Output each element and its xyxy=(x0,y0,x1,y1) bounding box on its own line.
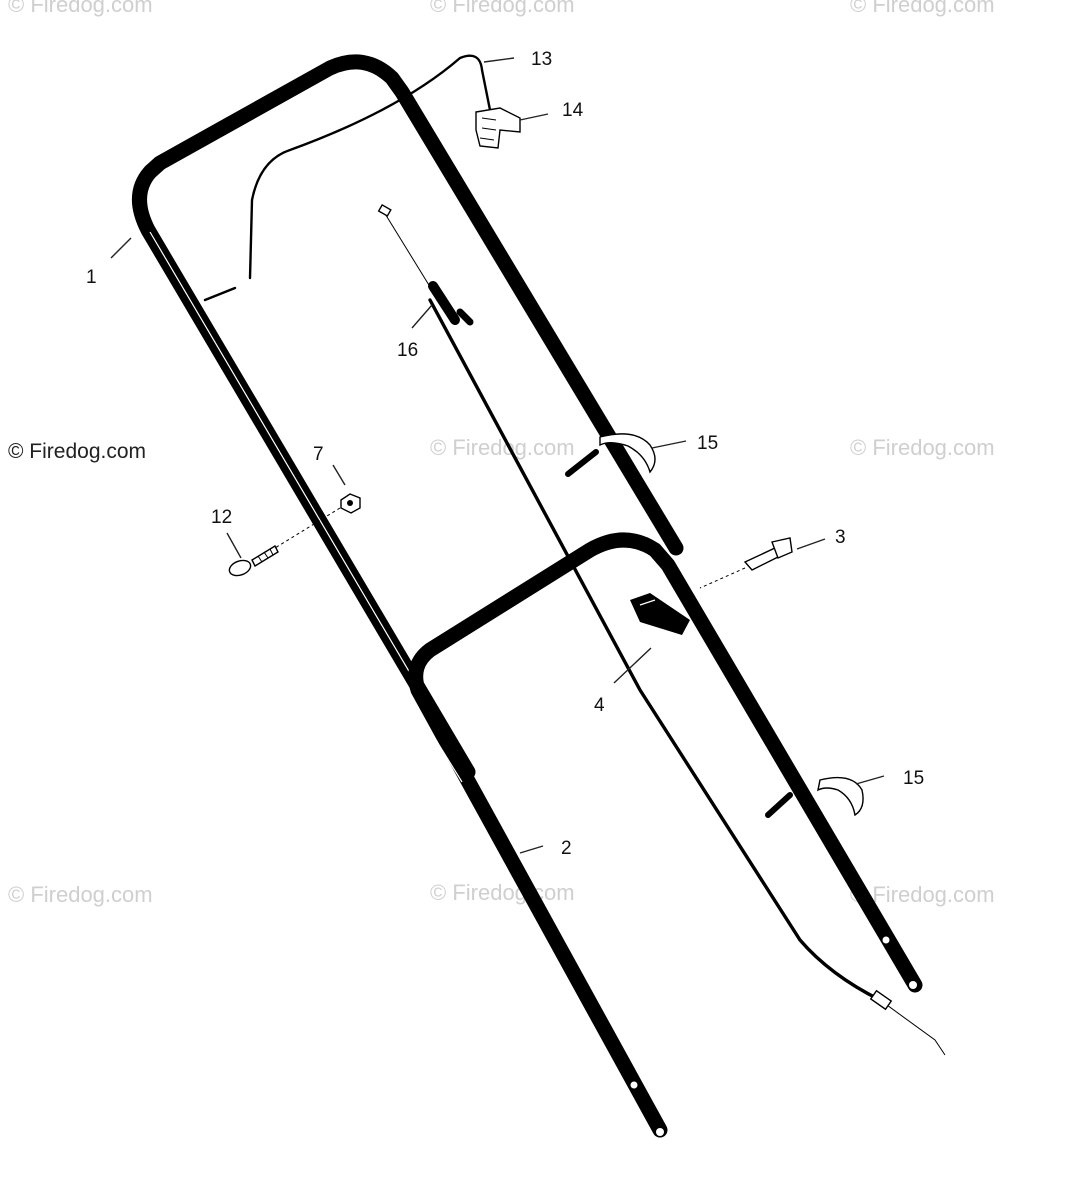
watermark: © Firedog.com xyxy=(850,0,995,17)
eye-bolt-icon[interactable] xyxy=(227,545,279,578)
bolt-icon[interactable] xyxy=(699,537,793,589)
callout-15-upper[interactable]: 15 xyxy=(697,433,718,454)
watermark: © Firedog.com xyxy=(8,0,153,17)
callout-4[interactable]: 4 xyxy=(594,695,605,716)
nut-icon[interactable] xyxy=(274,493,361,549)
knob-icon[interactable] xyxy=(630,593,690,635)
callout-15-lower[interactable]: 15 xyxy=(903,768,924,789)
watermark: © Firedog.com xyxy=(430,880,575,905)
callout-7[interactable]: 7 xyxy=(313,444,324,465)
upper-handle-icon[interactable] xyxy=(132,54,684,780)
watermarks: © Firedog.com © Firedog.com © Firedog.co… xyxy=(8,0,995,907)
callout-3[interactable]: 3 xyxy=(835,527,846,548)
callout-14[interactable]: 14 xyxy=(562,100,584,121)
watermark: © Firedog.com xyxy=(430,0,575,17)
cable-tie-icon[interactable] xyxy=(565,433,656,477)
watermark: © Firedog.com xyxy=(8,882,153,907)
control-bracket-icon[interactable] xyxy=(475,107,521,149)
watermark: © Firedog.com xyxy=(8,440,146,463)
watermark: © Firedog.com xyxy=(850,435,995,460)
starter-rope-guide-icon[interactable] xyxy=(377,203,474,326)
callout-13[interactable]: 13 xyxy=(531,49,552,70)
watermark: © Firedog.com xyxy=(430,435,575,460)
leader-lines xyxy=(110,57,885,854)
callout-16[interactable]: 16 xyxy=(397,340,418,361)
callout-12[interactable]: 12 xyxy=(211,507,232,528)
lower-handle-icon[interactable] xyxy=(404,532,923,1138)
callout-1[interactable]: 1 xyxy=(86,267,97,288)
callout-2[interactable]: 2 xyxy=(561,838,572,859)
callouts: 1 2 3 4 7 12 13 14 15 15 16 xyxy=(86,49,924,859)
control-cable-icon[interactable] xyxy=(203,54,946,1056)
cable-tie-icon[interactable] xyxy=(765,776,864,818)
